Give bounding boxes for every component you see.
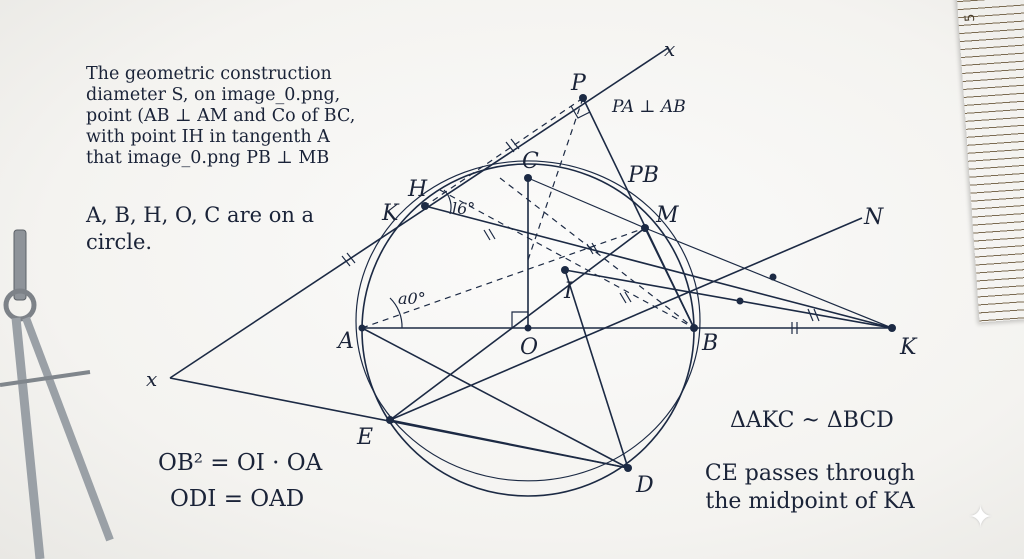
line-E-N: [389, 217, 863, 421]
label-M: M: [655, 203, 679, 228]
label-angle-a0: a0°: [398, 289, 426, 308]
point-C: [524, 174, 532, 182]
equation-arc-equality: ODI = OAD: [170, 486, 305, 512]
description-line-5: that image_0.png PB ⊥ MB: [86, 148, 330, 168]
point-D: [624, 464, 632, 472]
label-x-left: x: [146, 367, 157, 391]
point-K-right: [888, 324, 896, 332]
label-A: A: [336, 329, 354, 354]
dash-A-M: [361, 227, 646, 329]
point-H: [421, 202, 429, 210]
line-A-D: [361, 327, 629, 469]
line-H-K: [424, 205, 893, 329]
description-line-4: with point IH in tangenth A: [86, 127, 330, 147]
dash-H-B: [439, 189, 695, 329]
line-E-D: [389, 419, 629, 469]
second-circle: [355, 160, 701, 482]
label-C: C: [522, 149, 539, 174]
label-N: N: [863, 205, 884, 230]
angle-arc-H: [443, 189, 452, 215]
point-P: [579, 94, 587, 102]
angle-arc-A: [389, 297, 403, 329]
dash-P-H: [424, 97, 584, 207]
label-O: O: [520, 335, 538, 360]
label-angle-16: l6°: [452, 199, 475, 218]
label-K-right: K: [899, 335, 918, 360]
description-line-3: point (AB ⊥ AM and Co of BC,: [86, 106, 356, 126]
point-O: [524, 324, 532, 332]
label-B: B: [701, 331, 718, 356]
equation-ob-squared: OB² = OI · OA: [158, 450, 323, 476]
label-x-top: x: [664, 37, 675, 61]
label-E: E: [356, 425, 373, 450]
label-H: H: [407, 177, 428, 202]
point-I: [561, 266, 569, 274]
line-M-B: [644, 227, 695, 329]
right-angle-P: [570, 105, 591, 119]
point-E: [386, 416, 394, 424]
concyclic-note: A, B, H, O, C are on a circle.: [86, 203, 315, 255]
sparkle-icon: ✦: [968, 500, 994, 535]
line-E-M: [389, 227, 646, 421]
label-I: I: [563, 279, 574, 304]
line-C-M: [527, 177, 646, 229]
dash-C-B: [499, 177, 695, 329]
construction-description: The geometric construction diameter S, o…: [86, 64, 386, 169]
label-PB: PB: [627, 163, 659, 188]
line-I-K: [564, 269, 893, 329]
description-line-1: The geometric construction: [86, 64, 332, 84]
point-B: [690, 324, 698, 332]
tick-marks: [341, 138, 820, 334]
description-line-2: diameter S, on image_0.png,: [86, 85, 341, 105]
label-K-left: K: [381, 201, 400, 226]
point-mid1: [769, 273, 777, 281]
label-PA-perp-AB: PA ⊥ AB: [611, 97, 686, 117]
midpoint-note: CE passes through the midpoint of KA: [704, 461, 916, 514]
point-M: [641, 224, 649, 232]
similarity-note: ΔAKC ~ ΔBCD: [730, 408, 894, 433]
line-M-K: [644, 227, 893, 329]
label-D: D: [635, 473, 654, 498]
point-A: [358, 324, 366, 332]
line-I-D: [564, 269, 629, 469]
compass-image: [0, 229, 114, 559]
right-angle-O: [511, 311, 528, 328]
label-P: P: [570, 71, 587, 96]
point-mid2: [736, 297, 744, 305]
